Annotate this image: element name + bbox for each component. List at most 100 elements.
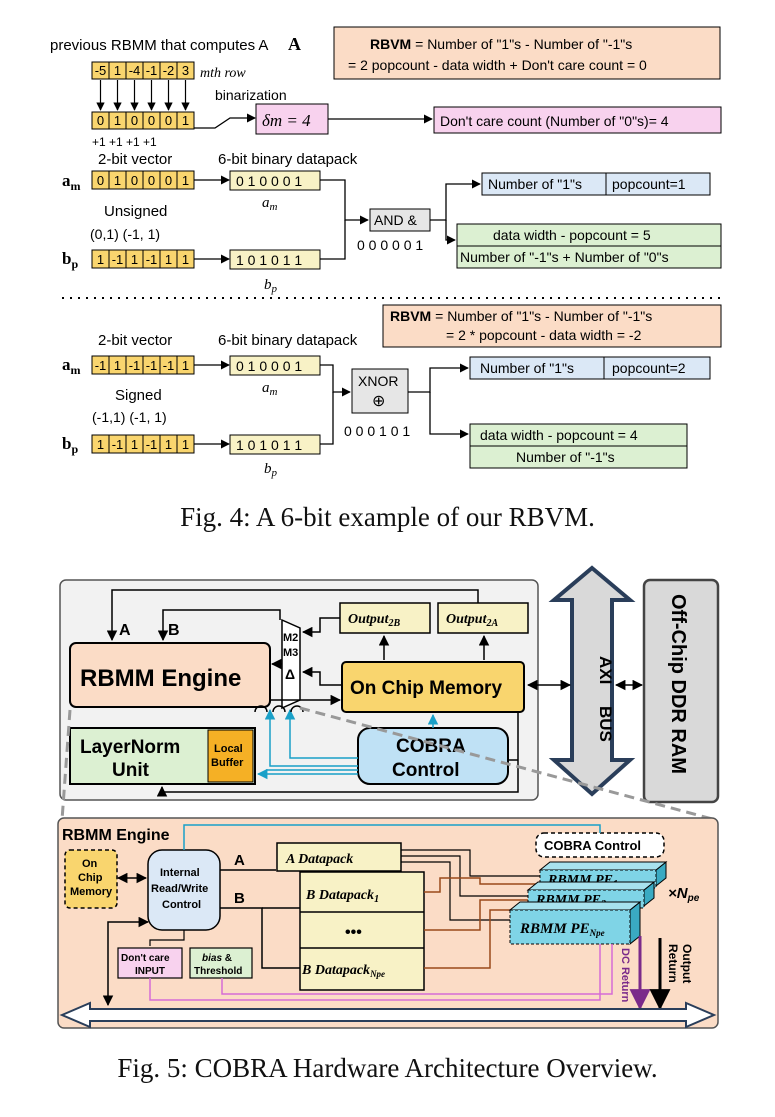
pop-box-s	[603, 356, 711, 380]
output2b-to-mux	[301, 617, 340, 638]
bp-label-s: bp	[264, 461, 278, 479]
am-unsigned-cell-value: 0	[165, 173, 172, 188]
cobra-control-small-label: COBRA Control	[544, 838, 641, 853]
dots: •••	[345, 924, 362, 941]
pe2-top	[526, 881, 656, 891]
xnor-symbol: ⊕	[372, 393, 385, 410]
dw-text-s: data width - popcount = 4	[480, 427, 638, 443]
num-m1-box-u	[456, 245, 722, 269]
plus-ones-label: +1 +1 +1 +1	[92, 135, 157, 149]
and-input-b	[320, 220, 346, 260]
binary-top-cell-value: 1	[114, 113, 121, 128]
delta-value: δm = 4	[262, 111, 311, 130]
pe-stack: RBMM PE1 RBMM PE2 RBMM PENpe	[508, 860, 668, 946]
row-value-cell-value: -4	[129, 63, 141, 78]
output-return-2: Return	[666, 944, 680, 983]
feedback-a	[106, 589, 479, 642]
am-label-s: am	[262, 380, 278, 398]
a-datapack-box	[276, 842, 402, 872]
unsigned-label: Unsigned	[104, 203, 167, 220]
and-gate-label: AND &	[374, 212, 417, 228]
delta-box	[255, 103, 329, 135]
pen-top	[508, 901, 642, 911]
am-signed-cell-value: -1	[129, 358, 141, 373]
layernorm-label-1: LayerNorm	[80, 737, 180, 758]
dw-text-u: data width - popcount = 5	[493, 227, 651, 243]
and-out-top	[430, 179, 481, 221]
binary-top-cell-value: 0	[165, 113, 172, 128]
ocm-small-1: On	[82, 858, 98, 870]
dc-input-1: Don't care	[121, 953, 170, 964]
axi-bus	[548, 565, 636, 797]
am-signed-cell-value: -1	[95, 358, 107, 373]
xnor-result: 0 0 0 1 0 1	[344, 423, 410, 439]
num-m1-text-u: Number of "-1"s + Number of "0"s	[460, 249, 669, 265]
ocm-to-mux	[301, 666, 342, 686]
bottom-bus	[59, 1001, 717, 1029]
am-signed-cell-value: -1	[163, 358, 175, 373]
rbvm1-line1: RBVM = Number of "1"s - Number of "-1"s	[370, 36, 632, 52]
prev-rbmm-label: previous RBMM that computes A	[50, 37, 268, 54]
matrix-a-symbol: A	[288, 34, 301, 54]
bp-symbol-s: bp	[62, 434, 78, 456]
fig4-caption: Fig. 4: A 6-bit example of our RBVM.	[180, 502, 595, 532]
am-signed-cell-value: 1	[182, 358, 189, 373]
num-m1-box-s	[469, 445, 688, 469]
local-buffer-label-1: Local	[214, 743, 243, 755]
label-a: A	[119, 622, 131, 639]
am-unsigned-cell-value: 1	[182, 173, 189, 188]
mux-m2: M2	[283, 632, 298, 644]
pack-a-value-s: 0 1 0 0 0 1	[236, 358, 302, 374]
rbvm2-line2: = 2 * popcount - data width = -2	[446, 327, 642, 343]
row-value-cell-value: -1	[146, 63, 158, 78]
bp-signed-cell-value: 1	[131, 437, 138, 452]
binary-top-cell-value: 1	[182, 113, 189, 128]
label-b: B	[168, 622, 180, 639]
am-unsigned-cell-value: 0	[148, 173, 155, 188]
binary-top-cell	[176, 111, 195, 130]
pop-text-u: popcount=1	[612, 176, 686, 192]
two-bit-label-s: 2-bit vector	[98, 332, 172, 349]
local-buffer-box	[207, 729, 254, 783]
bias-2: Threshold	[194, 966, 242, 977]
output-2b-box	[339, 602, 431, 634]
detail-label-a: A	[234, 852, 245, 869]
row-value-cell-value: 3	[182, 63, 189, 78]
bp-unsigned-cell-value: 1	[97, 252, 104, 267]
ocm-small-2: Chip	[78, 872, 103, 884]
bias-1: bias &	[202, 953, 232, 964]
and-out-bottom	[445, 220, 456, 245]
output-2b-label: Output2B	[348, 612, 400, 629]
six-bit-label-s: 6-bit binary datapack	[218, 332, 358, 349]
dc-return-label: DC Return	[619, 948, 631, 1003]
bias-box	[189, 947, 253, 979]
bp-unsigned-cell-value: 1	[131, 252, 138, 267]
bp-unsigned-cell-value: -1	[112, 252, 124, 267]
rbvm1-box	[333, 26, 721, 80]
layernorm-label-2: Unit	[112, 760, 150, 781]
irw-label-2: Read/Write	[151, 883, 208, 895]
pop-text-s: popcount=2	[612, 360, 686, 376]
binary-top-cell-value: 0	[148, 113, 155, 128]
a-wire-3	[401, 861, 512, 921]
am-unsigned-cell-value: 0	[97, 173, 104, 188]
bp-signed-cell-value: -1	[112, 437, 124, 452]
b-datapack-n-label: B DatapackNpe	[301, 963, 385, 979]
signed-map: (-1,1) (-1, 1)	[92, 409, 167, 425]
num1-text-s: Number of "1"s	[480, 360, 574, 376]
binarization-arrow	[194, 113, 256, 129]
bp-unsigned-cell-value: 1	[165, 252, 172, 267]
b1-wire	[424, 877, 540, 893]
fig5-caption: Fig. 5: COBRA Hardware Architecture Over…	[117, 1053, 658, 1083]
mth-row-label: mth row	[200, 66, 246, 81]
rbvm2-box	[382, 304, 722, 348]
pack-b-value-s: 1 0 1 0 1 1	[236, 437, 302, 453]
irw-label-3: Control	[162, 899, 201, 911]
row-value-cell-value: -5	[95, 63, 107, 78]
ctrl-to-mux	[284, 708, 358, 759]
am-signed-cell-value: 1	[114, 358, 121, 373]
two-bit-label-u: 2-bit vector	[98, 151, 172, 168]
ddr-ram-box	[642, 578, 720, 804]
xnor-gate-label: XNOR	[358, 373, 398, 389]
